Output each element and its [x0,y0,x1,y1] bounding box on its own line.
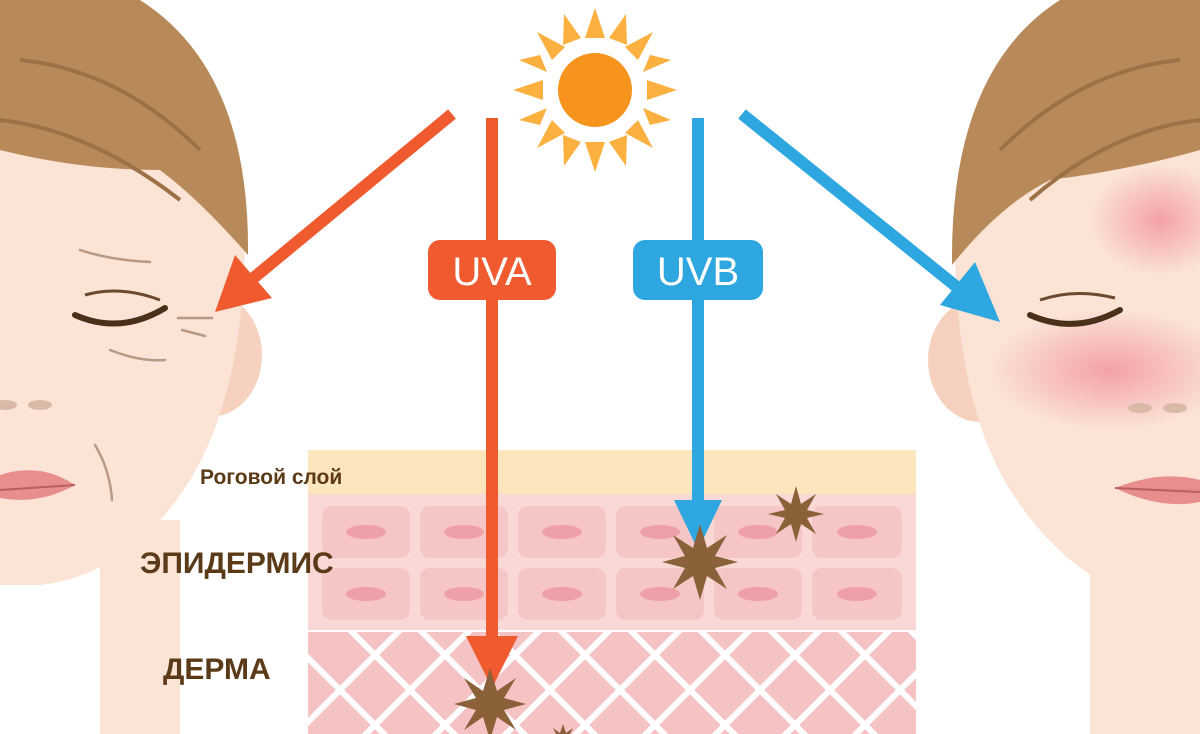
label-dermis: ДЕРМА [163,653,271,686]
damage-burst [553,724,573,734]
damage-burst [662,524,738,600]
damage-burst [454,668,526,734]
uva-arrowhead-dermis [466,636,518,688]
sunburned-face [928,0,1200,734]
uvb-arrowhead-epidermis [674,500,722,550]
label-epidermis: ЭПИДЕРМИС [140,547,334,580]
uvb-arrowhead-face [940,262,1000,322]
damage-burst [768,486,824,542]
skin-layers [308,450,916,734]
stratum-corneum-layer [308,450,916,494]
label-stratum-corneum: Роговой слой [200,466,342,489]
aged-face [0,0,262,734]
sun-icon [513,8,677,172]
uvb-badge: UVB [633,240,763,300]
uva-badge: UVA [428,240,556,300]
uva-arrows [215,109,518,688]
uva-badge-label: UVA [452,250,532,294]
uvb-badge-label: UVB [657,250,739,294]
uva-arrowhead-face [215,255,272,312]
uvb-arrows [674,109,1000,550]
